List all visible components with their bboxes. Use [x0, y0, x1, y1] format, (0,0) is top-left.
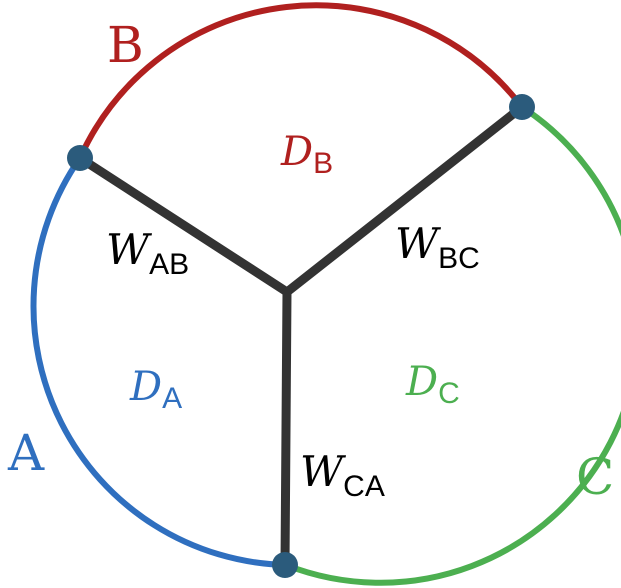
wall-label-BC: WBC [395, 219, 480, 275]
arc-A [30, 156, 287, 568]
region-label-A: DA [129, 364, 182, 415]
wall-label-AB: WAB [106, 225, 189, 281]
region-label-B: DB [280, 129, 333, 180]
wall-BC-line [282, 102, 527, 297]
node-BC [509, 94, 535, 120]
arc-C [284, 104, 621, 586]
arc-B [77, 2, 525, 160]
wall-label-CA: WCA [300, 447, 385, 503]
arc-label-C: C [576, 448, 614, 506]
wall-AB-line [75, 153, 292, 297]
arc-label-B: B [107, 16, 144, 74]
arc-label-A: A [7, 424, 45, 482]
region-label-C: DC [405, 359, 460, 410]
node-AB [67, 145, 93, 171]
wall-CA-line [280, 287, 292, 570]
node-CA [272, 552, 298, 578]
